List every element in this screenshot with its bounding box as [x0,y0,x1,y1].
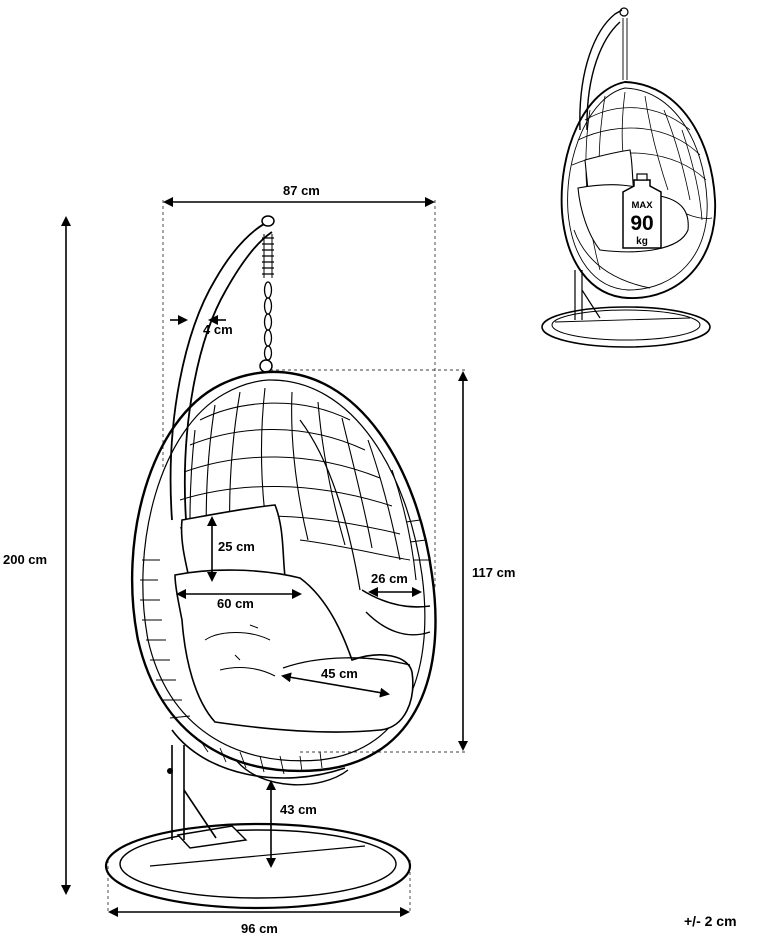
ground-clearance-label: 43 cm [280,802,317,817]
total-height-label: 200 cm [3,552,48,567]
badge-unit: kg [636,236,648,247]
badge-value: 90 [630,212,653,235]
back-cushion-height-label: 25 cm [218,539,255,554]
side-opening-label: 26 cm [371,571,408,586]
base-diameter-label: 96 cm [241,921,278,936]
tolerance-note: +/- 2 cm [684,913,737,929]
basket-height-label: 117 cm [472,565,516,580]
frame-thickness-label: 4 cm [203,322,233,337]
weight-capacity-badge: MAX 90 kg [622,173,662,249]
seat-depth-label: 45 cm [321,666,358,681]
reference-lines [107,200,466,914]
dimension-arrows [61,197,468,917]
badge-max-label: MAX [631,200,653,211]
width-label: 87 cm [283,183,320,198]
seat-width-label: 60 cm [217,596,254,611]
small-chair-drawing [541,7,716,348]
